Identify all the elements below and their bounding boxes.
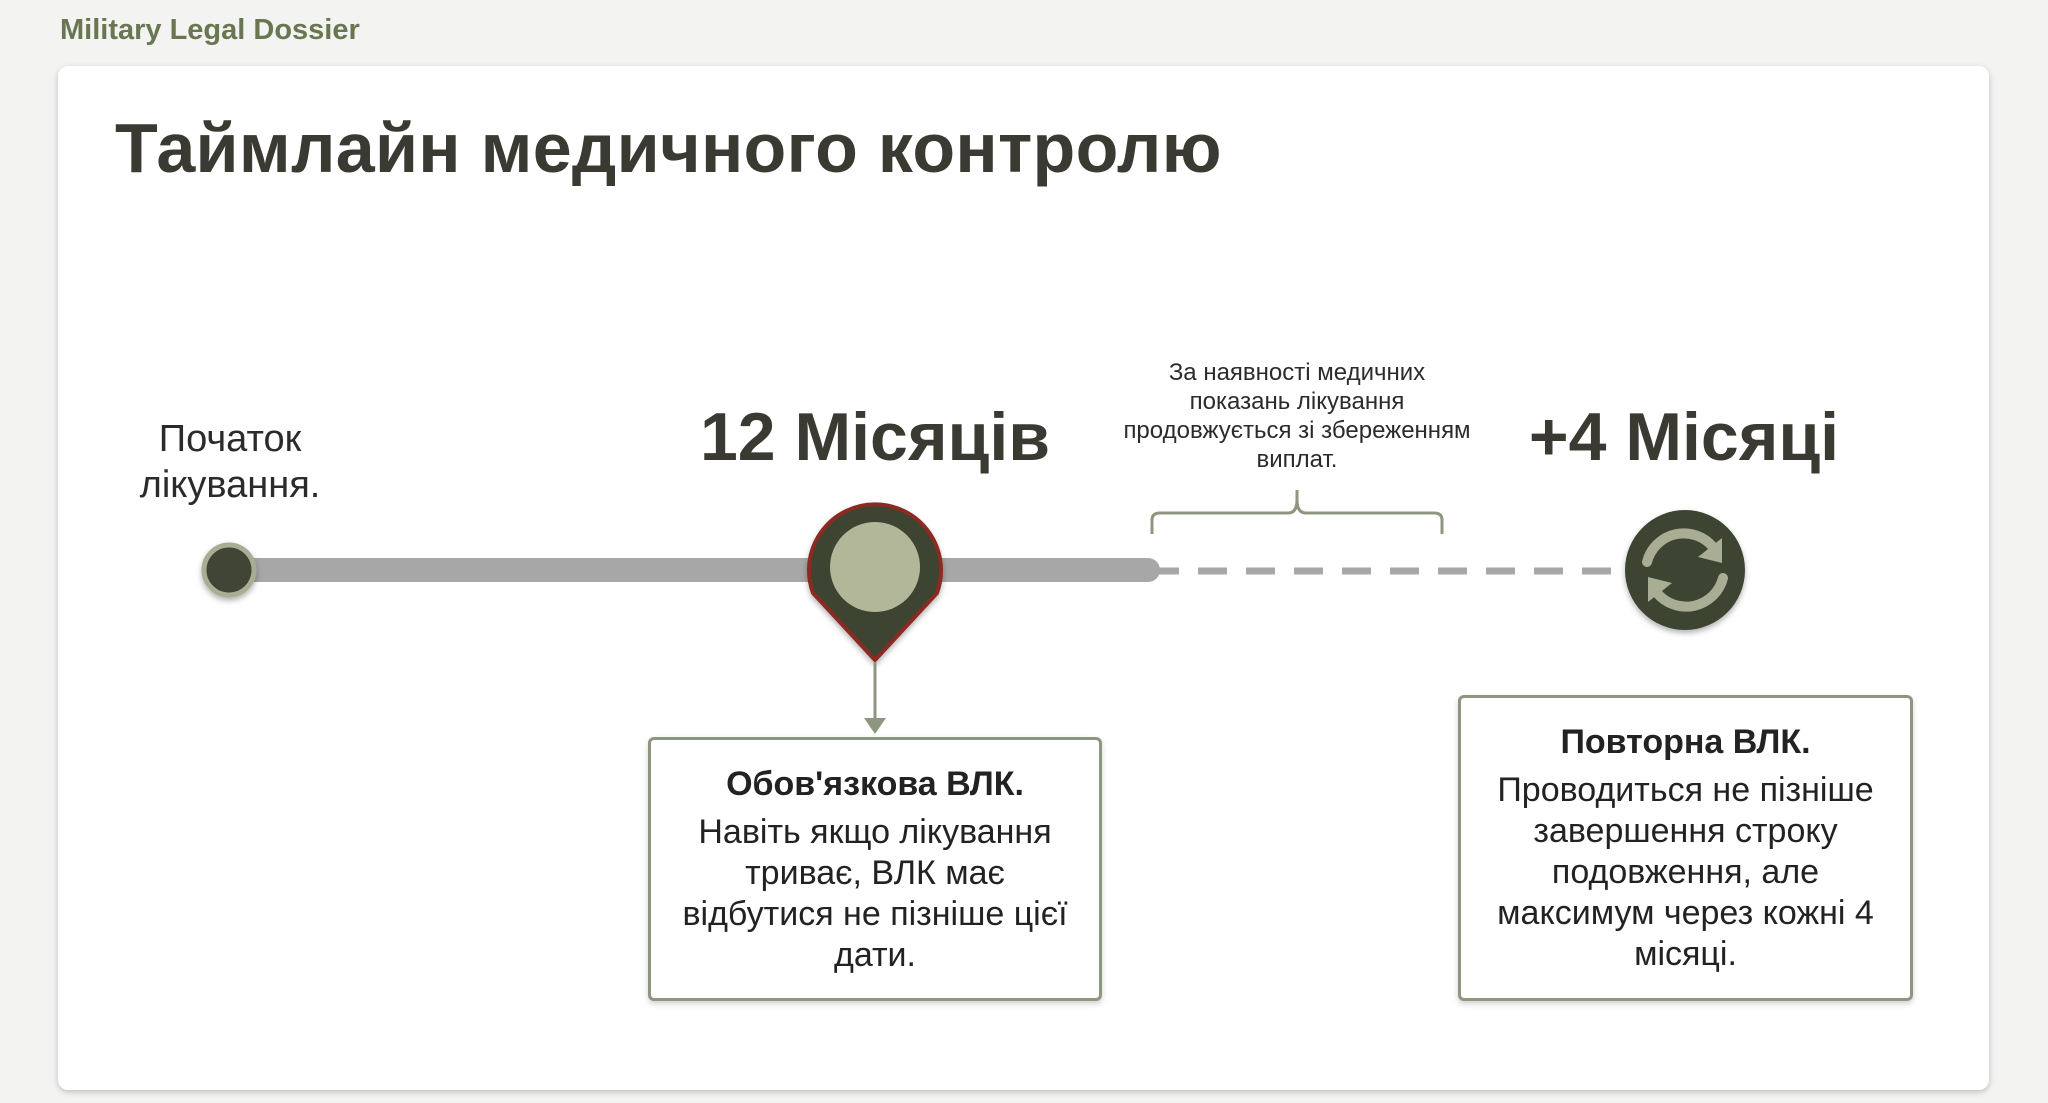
pin-arrow-head (864, 718, 886, 734)
extension-bracket (1150, 490, 1444, 534)
location-pin-icon (807, 502, 943, 662)
start-label: Початок лікування. (139, 418, 321, 506)
milestone-plus-4-months-label: +4 Місяці (1528, 399, 1840, 475)
brand-title: Military Legal Dossier (60, 14, 360, 46)
callout-repeat-vlk: Повторна ВЛК. Проводиться не пізніше зав… (1458, 695, 1913, 1001)
extension-note: За наявності медичних показань лікування… (1123, 359, 1471, 473)
page-title: Таймлайн медичного контролю (115, 109, 1222, 187)
callout-body: Навіть якщо лікування триває, ВЛК має ві… (682, 813, 1068, 974)
callout-title: Повторна ВЛК. (1560, 723, 1811, 761)
callout-mandatory-vlk: Обов'язкова ВЛК. Навіть якщо лікування т… (648, 737, 1102, 1001)
refresh-icon (1625, 510, 1745, 630)
callout-title: Обов'язкова ВЛК. (726, 765, 1024, 803)
callout-body: Проводиться не пізніше завершення строку… (1497, 771, 1874, 973)
milestone-12-months-label: 12 Місяців (699, 399, 1051, 475)
timeline-start-dot (201, 542, 257, 598)
